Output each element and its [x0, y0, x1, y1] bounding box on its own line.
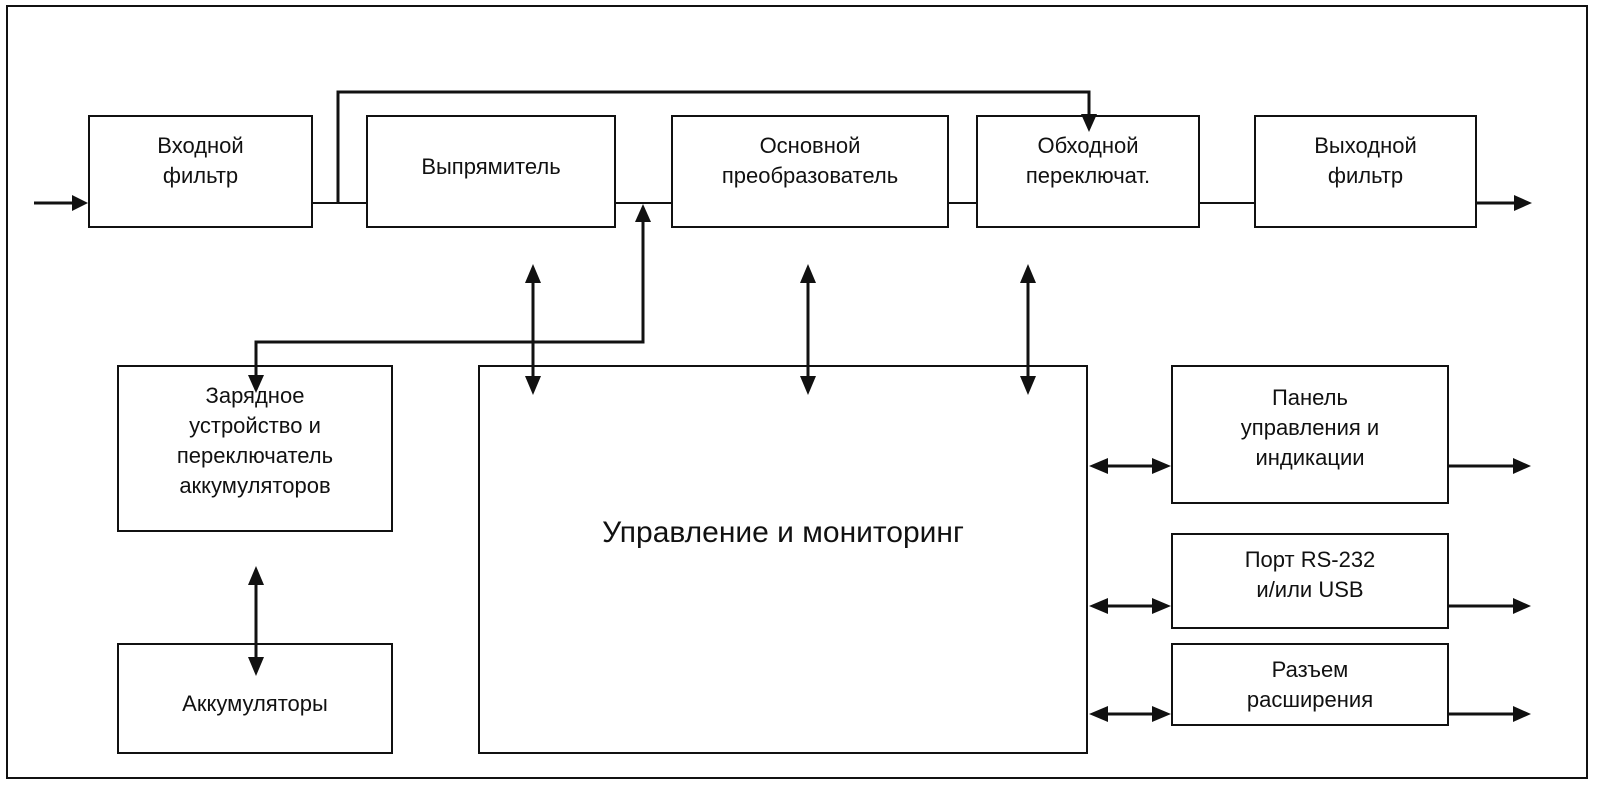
arrow-right-icon	[1152, 706, 1171, 722]
main-converter-label: Основной преобразователь	[721, 133, 899, 188]
arrow-down-icon	[1020, 376, 1036, 395]
serial-port-label: Порт RS-232 и/или USB	[1244, 547, 1376, 602]
control-expansion-link	[1089, 706, 1171, 722]
rectifier-label: Выпрямитель	[421, 153, 561, 179]
expansion-slot-block: Разъем расширения	[1171, 643, 1449, 726]
expansion-output	[1448, 706, 1531, 722]
bypass-switch-label: Обходной переключат.	[1025, 133, 1151, 188]
control-monitoring-block: Управление и мониторинг	[478, 365, 1088, 754]
port-output	[1448, 598, 1531, 614]
bypass-route-line	[336, 90, 1091, 203]
arrow-left-icon	[1089, 706, 1108, 722]
input-filter-block: Входной фильтр	[88, 115, 313, 228]
charger-feed-line	[254, 220, 645, 376]
arrow-up-icon	[525, 264, 541, 283]
arrow-down-icon	[525, 376, 541, 395]
arrow-right-icon	[1152, 458, 1171, 474]
converter-control-link	[800, 264, 816, 395]
arrow-down-icon	[248, 657, 264, 676]
output-arrow-icon	[1514, 195, 1532, 211]
arrow-right-icon	[1152, 598, 1171, 614]
rectifier-control-link	[525, 264, 541, 395]
arrow-right-icon	[1513, 598, 1531, 614]
panel-output	[1448, 458, 1531, 474]
diagram-frame	[6, 5, 1588, 779]
charger-label: Зарядное устройство и переключатель акку…	[176, 383, 334, 498]
control-panel-block: Панель управления и индикации	[1171, 365, 1449, 504]
control-monitoring-label: Управление и мониторинг	[602, 515, 964, 549]
output-filter-label: Выходной фильтр	[1314, 133, 1417, 188]
arrow-right-icon	[1513, 458, 1531, 474]
arrow-left-icon	[1089, 458, 1108, 474]
main-converter-block: Основной преобразователь	[671, 115, 949, 228]
serial-port-block: Порт RS-232 и/или USB	[1171, 533, 1449, 629]
expansion-slot-label: Разъем расширения	[1246, 657, 1374, 712]
control-panel-link	[1089, 458, 1171, 474]
output-filter-block: Выходной фильтр	[1254, 115, 1477, 228]
batteries-label: Аккумуляторы	[182, 690, 328, 716]
batteries-block: Аккумуляторы	[117, 643, 393, 754]
bypass-arrow-icon	[1081, 114, 1097, 132]
bypass-control-link	[1020, 264, 1036, 395]
arrow-right-icon	[1513, 706, 1531, 722]
arrow-down-icon	[800, 376, 816, 395]
control-panel-label: Панель управления и индикации	[1240, 385, 1380, 470]
charger-block: Зарядное устройство и переключатель акку…	[117, 365, 393, 532]
charger-feed-down-arrow-icon	[248, 375, 264, 393]
input-arrow-icon	[72, 195, 88, 211]
arrow-up-icon	[248, 566, 264, 585]
input-filter-label: Входной фильтр	[157, 133, 244, 188]
arrow-up-icon	[1020, 264, 1036, 283]
control-port-link	[1089, 598, 1171, 614]
charger-feed-up-arrow-icon	[635, 204, 651, 222]
rectifier-block: Выпрямитель	[366, 115, 616, 228]
charger-battery-link	[248, 566, 264, 676]
arrow-left-icon	[1089, 598, 1108, 614]
arrow-up-icon	[800, 264, 816, 283]
bypass-switch-block: Обходной переключат.	[976, 115, 1200, 228]
